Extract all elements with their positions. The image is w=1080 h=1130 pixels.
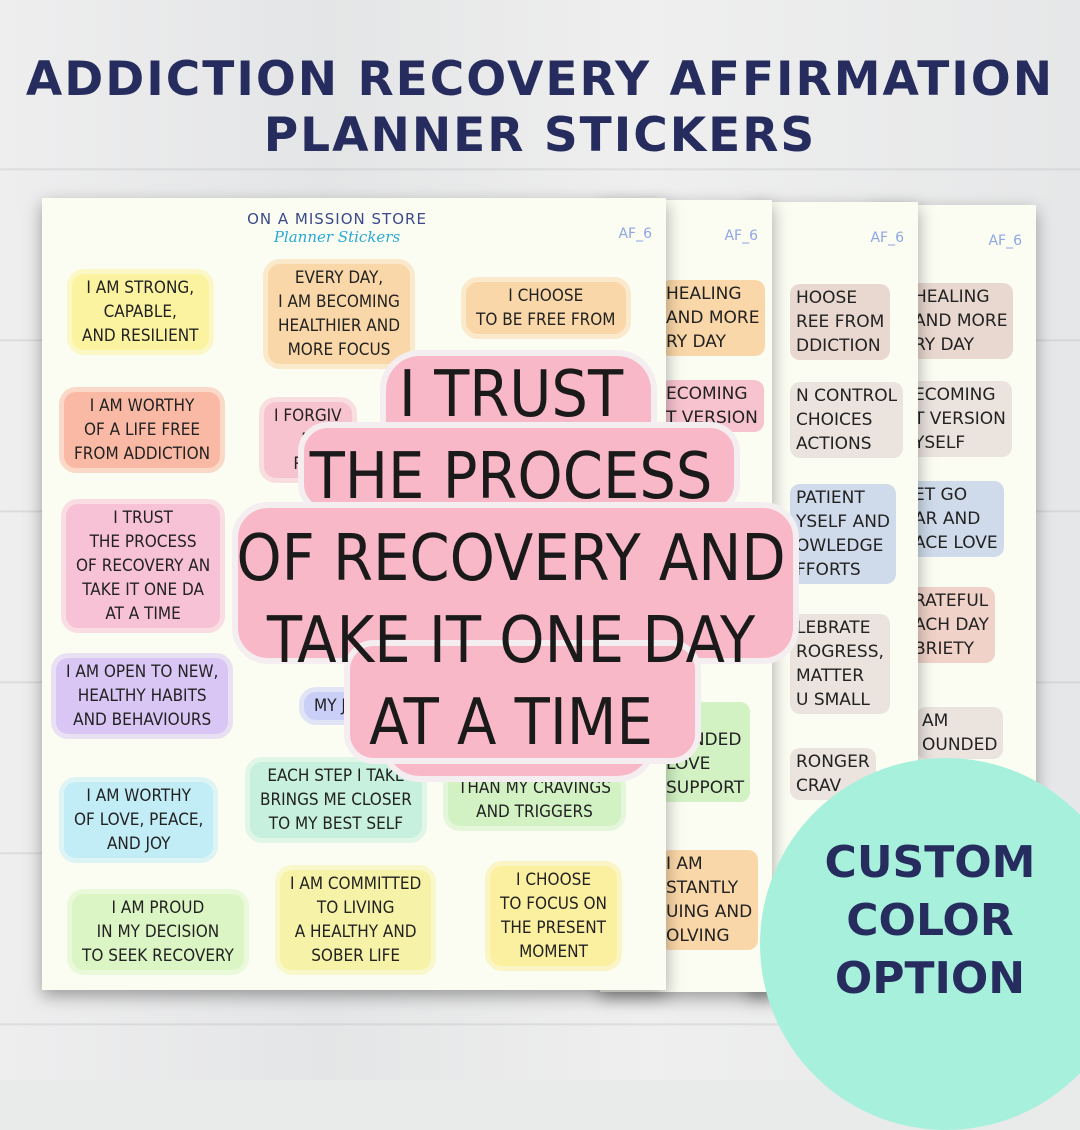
- sticker: LEBRATE ROGRESS, MATTER U SMALL: [790, 614, 890, 714]
- sticker: I AM STRONG, CAPABLE, AND RESILIENT: [72, 274, 209, 350]
- sticker: N CONTROL CHOICES ACTIONS: [790, 382, 904, 458]
- sticker: PATIENT YSELF AND OWLEDGE FFORTS: [790, 484, 897, 584]
- sticker: EACH STEP I TAKE BRINGS ME CLOSER TO MY …: [250, 762, 422, 838]
- sticker: THAN MY CRAVINGS AND TRIGGERS: [448, 774, 621, 826]
- sticker: HEALING AND MORE RY DAY: [908, 283, 1014, 359]
- sheet-code: AF_6: [870, 230, 904, 246]
- sticker: EVERY DAY, I AM BECOMING HEALTHIER AND M…: [268, 264, 410, 364]
- sheet-code: AF_6: [988, 233, 1022, 249]
- featured-sticker-text: I TRUST THE PROCESS OF RECOVERY AND TAKE…: [236, 358, 786, 760]
- custom-color-badge: [760, 758, 1080, 1130]
- custom-color-badge-text: CUSTOM COLOR OPTION: [824, 837, 1036, 1004]
- featured-sticker-shape: [344, 640, 701, 764]
- sticker: ECOMING T VERSION YSELF: [908, 381, 1012, 457]
- sticker: RONGER CRAV: [790, 748, 876, 800]
- sticker: I CHOOSE TO BE FREE FROM: [466, 282, 626, 334]
- sticker: AM OUNDED: [916, 707, 1004, 759]
- brand-name: ON A MISSION STORE: [247, 210, 427, 228]
- sticker: HOOSE REE FROM DDICTION: [790, 284, 891, 360]
- sticker: HEALING AND MORE RY DAY: [660, 280, 766, 356]
- sticker: I AM COMMITTED TO LIVING A HEALTHY AND S…: [280, 870, 432, 970]
- sticker: I AM PROUD IN MY DECISION TO SEEK RECOVE…: [72, 894, 244, 970]
- page-title-line2: PLANNER STICKERS: [263, 108, 817, 163]
- sticker: I AM WORTHY OF LOVE, PEACE, AND JOY: [64, 782, 214, 858]
- sticker: I AM WORTHY OF A LIFE FREE FROM ADDICTIO…: [64, 392, 221, 468]
- brand-logo: ON A MISSION STORE Planner Stickers: [232, 210, 442, 246]
- sticker: I AM STANTLY UING AND OLVING: [660, 850, 759, 950]
- sheet-code: AF_6: [724, 228, 758, 244]
- brand-tagline: Planner Stickers: [273, 228, 401, 246]
- page-title-line1: ADDICTION RECOVERY AFFIRMATION: [25, 52, 1055, 107]
- sticker: I TRUST THE PROCESS OF RECOVERY AN TAKE …: [66, 504, 221, 628]
- sticker: I CHOOSE TO FOCUS ON THE PRESENT MOMENT: [490, 866, 617, 966]
- sticker: I AM OPEN TO NEW, HEALTHY HABITS AND BEH…: [56, 658, 229, 734]
- sticker: RATEFUL ACH DAY BRIETY: [908, 587, 995, 663]
- featured-sticker: I TRUST THE PROCESS OF RECOVERY AND TAKE…: [232, 340, 799, 782]
- sticker: ET GO AR AND ACE LOVE: [908, 481, 1004, 557]
- sheet-code: AF_6: [618, 226, 652, 242]
